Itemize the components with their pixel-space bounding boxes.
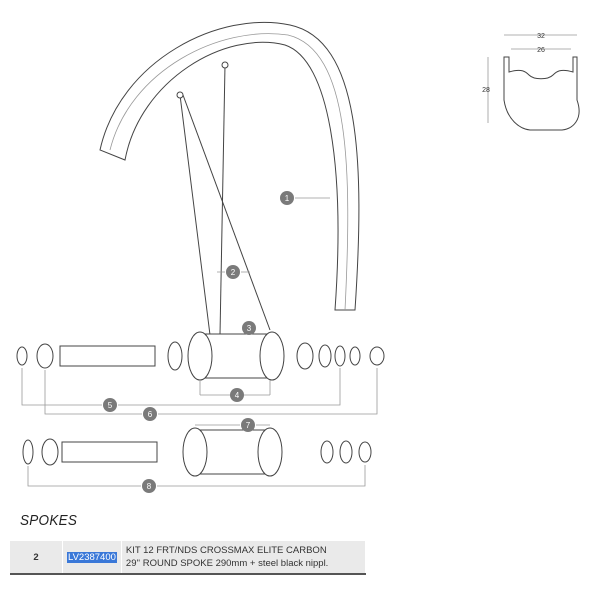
front-hub-assembly	[16, 331, 385, 381]
part-reference[interactable]: LV2387400	[67, 551, 117, 563]
svg-text:8: 8	[147, 482, 152, 491]
svg-text:6: 6	[148, 410, 153, 419]
description-line-2: 29'' ROUND SPOKE 290mm + steel black nip…	[125, 558, 329, 569]
parts-table: 2 LV2387400 KIT 12 FRT/NDS CROSSMAX ELIT…	[10, 541, 367, 575]
callout-8[interactable]: 8	[142, 479, 156, 493]
svg-text:1: 1	[285, 194, 290, 203]
svg-text:2: 2	[231, 268, 236, 277]
callout-3[interactable]: 3	[242, 321, 256, 335]
rim-height-label: 28	[482, 87, 490, 94]
quantity-cell: 2	[10, 541, 63, 574]
table-row[interactable]: 2 LV2387400 KIT 12 FRT/NDS CROSSMAX ELIT…	[10, 541, 367, 574]
reference-cell[interactable]: LV2387400	[62, 541, 122, 574]
callout-2[interactable]: 2	[226, 265, 240, 279]
exploded-wheel-diagram: 32 26 28 1 2 3 4 5 6 7 8	[16, 21, 580, 493]
callout-1[interactable]: 1	[280, 191, 294, 205]
svg-text:4: 4	[235, 391, 240, 400]
description-line-1: KIT 12 FRT/NDS CROSSMAX ELITE CARBON	[125, 545, 327, 556]
rim-outer-width-label: 32	[537, 33, 545, 40]
svg-text:5: 5	[108, 401, 113, 410]
callout-7[interactable]: 7	[241, 418, 255, 432]
rim-drawing	[99, 21, 360, 311]
callout-5[interactable]: 5	[103, 398, 117, 412]
leader-lines	[21, 197, 378, 487]
rim-profile-drawing: 32 26 28	[482, 33, 580, 131]
callout-4[interactable]: 4	[230, 388, 244, 402]
rim-inner-width-label: 26	[537, 47, 545, 54]
svg-text:7: 7	[246, 421, 251, 430]
callout-6[interactable]: 6	[143, 407, 157, 421]
section-title: SPOKES	[20, 512, 78, 529]
svg-text:3: 3	[247, 324, 252, 333]
description-cell: KIT 12 FRT/NDS CROSSMAX ELITE CARBON 29'…	[121, 541, 367, 574]
rear-hub-assembly	[22, 427, 372, 477]
spokes-drawing	[176, 61, 271, 336]
